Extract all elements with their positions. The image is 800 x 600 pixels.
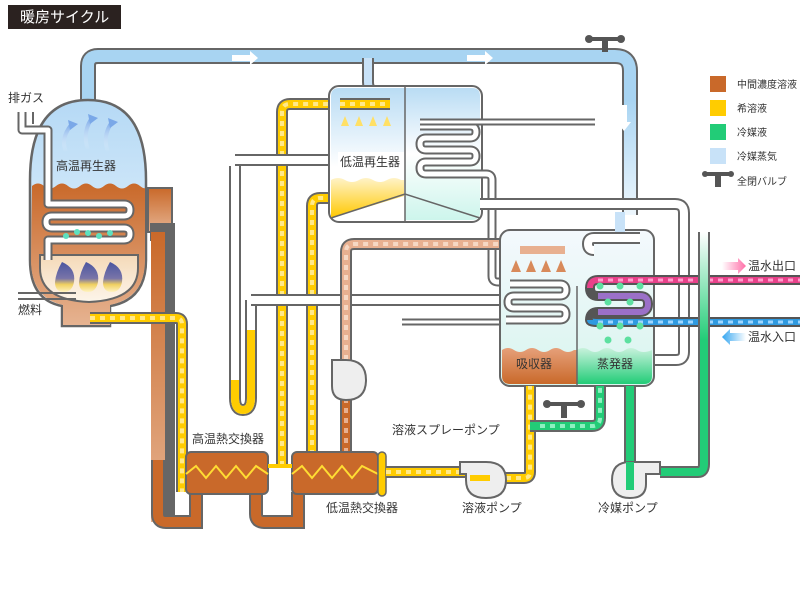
- high-temp-regenerator: [17, 98, 175, 525]
- legend-label: 冷媒蒸気: [737, 150, 777, 163]
- flow-arrow-right-icon: [232, 51, 258, 65]
- flame-icon: [79, 262, 99, 292]
- high-temp-regenerator-label: 高温再生器: [56, 158, 116, 173]
- exhaust-gas-label: 排ガス: [8, 91, 44, 105]
- low-temp-heat-exchanger-label: 低温熱交換器: [326, 500, 398, 515]
- refrigerant-bubbles: [63, 229, 113, 239]
- refrigerant-droplets: [596, 282, 644, 344]
- low-temp-regenerator-label: 低温再生器: [340, 155, 400, 169]
- refrigerant-pump: [610, 461, 661, 500]
- hot-water-in-arrow-icon: [722, 329, 746, 345]
- solution-spray-pump-label: 溶液スプレーポンプ: [392, 422, 500, 437]
- legend-label: 中間濃度溶液: [737, 78, 797, 91]
- hot-water-out-arrow-icon: [722, 258, 746, 274]
- legend-swatch-intermediate: [710, 76, 726, 92]
- legend-swatch-refrigerant-vapor: [710, 148, 726, 164]
- solution-pump: [459, 461, 508, 500]
- intermediate-solution-bottom-loop: [151, 460, 305, 529]
- solution-pump-label: 溶液ポンプ: [462, 500, 522, 515]
- flame-icon: [55, 262, 75, 292]
- fuel-label: 燃料: [18, 302, 42, 317]
- legend: 中間濃度溶液 希溶液 冷媒液 冷媒蒸気 全閉バルブ: [702, 76, 797, 188]
- legend-label: 希溶液: [737, 102, 767, 115]
- dilute-solution-lines: [90, 98, 505, 492]
- closed-valve-bottom: [543, 400, 585, 418]
- evaporator-label: 蒸発器: [597, 357, 633, 371]
- flow-arrow-right-icon: [467, 51, 493, 65]
- fuel-line: [18, 292, 76, 300]
- legend-label: 冷媒液: [737, 126, 767, 139]
- high-temp-heat-exchanger-label: 高温熱交換器: [192, 431, 264, 446]
- flame-icon: [103, 262, 123, 292]
- legend-label: 全閉バルブ: [737, 175, 787, 188]
- flow-arrow-down-icon: [617, 105, 631, 131]
- solution-pump-line: [386, 386, 606, 484]
- spray-nozzles: [341, 116, 391, 126]
- high-temp-heat-exchanger: [185, 451, 269, 495]
- solution-spray-pump: [331, 359, 368, 402]
- diagram-title: 暖房サイクル: [8, 5, 122, 29]
- hot-water-inlet-label: 温水入口: [748, 330, 796, 344]
- hot-water-outlet-label: 温水出口: [748, 259, 796, 273]
- refrigerant-pump-label: 冷媒ポンプ: [598, 501, 658, 515]
- legend-swatch-dilute: [710, 100, 726, 116]
- spray-nozzles: [511, 260, 566, 272]
- absorber-evaporator-shell: [499, 212, 655, 387]
- legend-swatch-refrigerant-liquid: [710, 124, 726, 140]
- valve-icon: [702, 171, 734, 187]
- low-temp-heat-exchanger: [268, 451, 387, 497]
- low-temp-regenerator: [328, 85, 595, 223]
- closed-valve-top: [585, 35, 625, 52]
- absorber-label: 吸収器: [516, 357, 552, 371]
